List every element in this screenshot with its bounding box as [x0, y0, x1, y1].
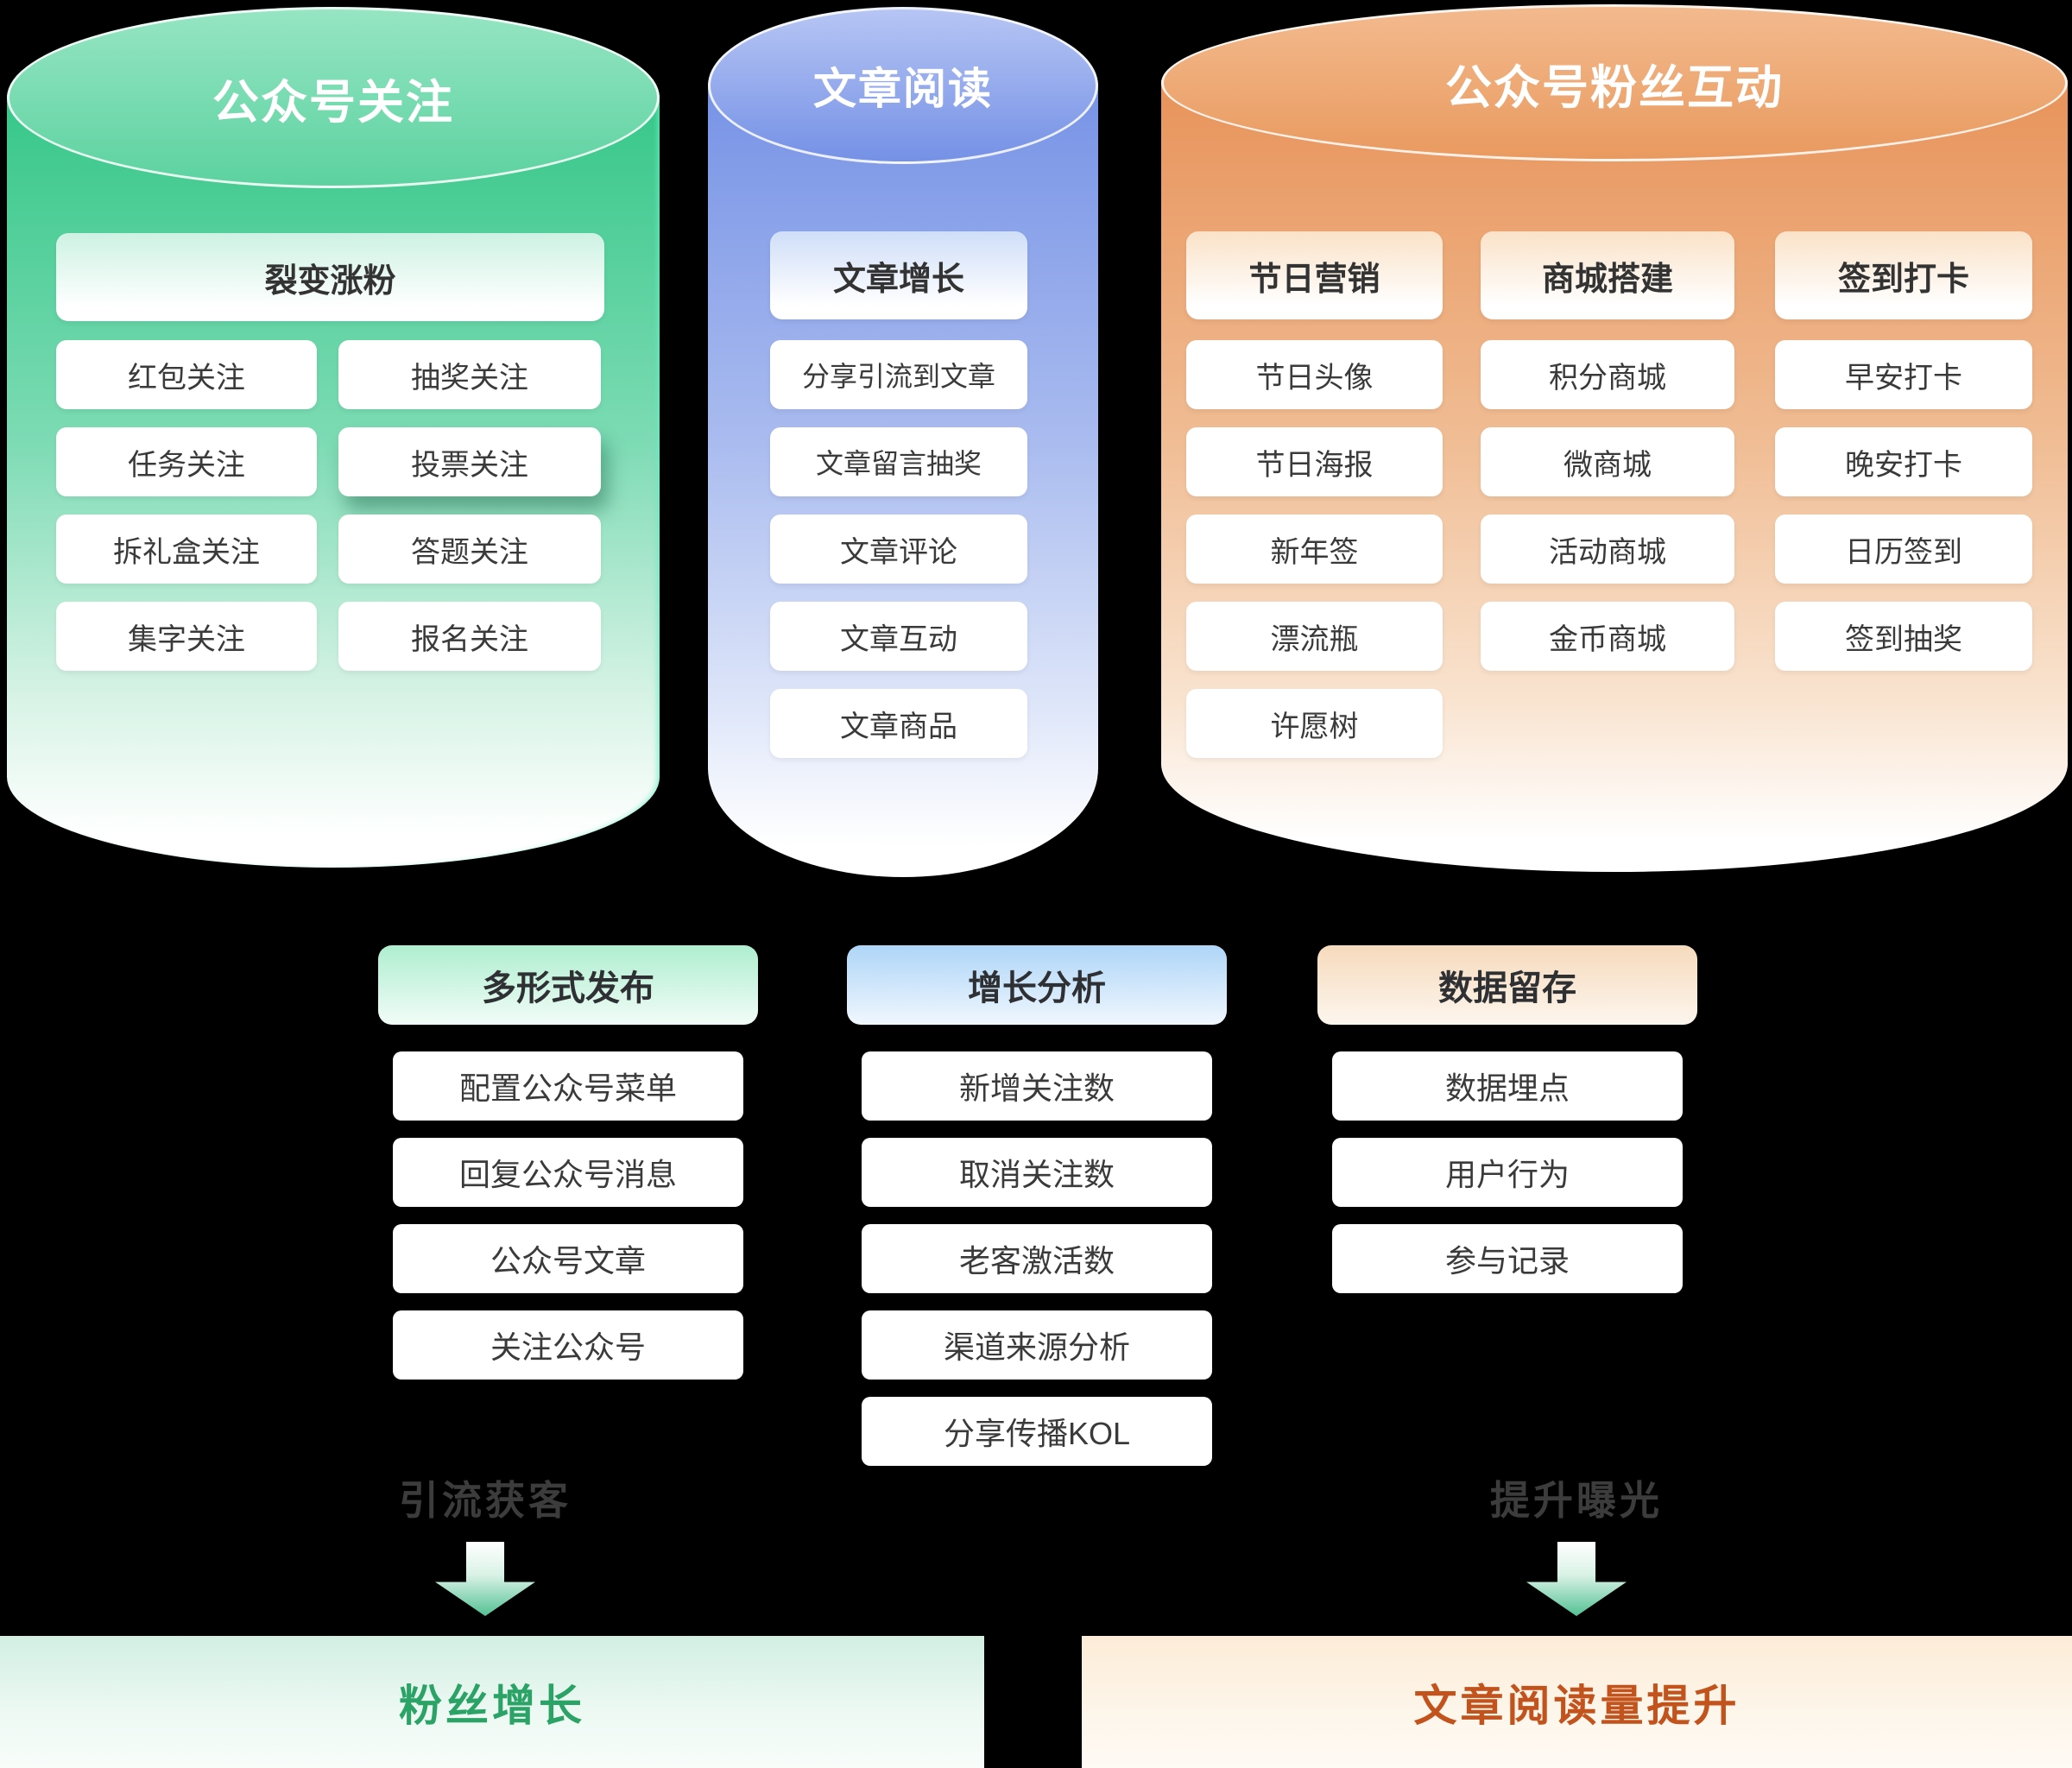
- flow-label-acquisition: 引流获客: [399, 1478, 572, 1523]
- mid-header-analysis: 增长分析: [847, 945, 1227, 1025]
- cylinder-read-title: 文章阅读: [813, 65, 993, 113]
- node-follow-left-2: 任务关注: [56, 427, 317, 496]
- cylinder-read: 文章阅读 文章增长 分享引流到文章 文章留言抽奖 文章评论 文章互动 文章商品: [708, 7, 1098, 877]
- node-header-checkin: 签到打卡: [1775, 231, 2032, 319]
- mid-publish-3: 公众号文章: [393, 1224, 743, 1293]
- node-checkin-3: 日历签到: [1775, 515, 2032, 584]
- node-checkin-2: 晚安打卡: [1775, 427, 2032, 496]
- node-checkin-1: 早安打卡: [1775, 340, 2032, 409]
- node-festival-4: 漂流瓶: [1186, 602, 1443, 671]
- node-header-mall: 商城搭建: [1481, 231, 1734, 319]
- mid-publish-4: 关注公众号: [393, 1310, 743, 1380]
- node-follow-right-2: 投票关注: [338, 427, 601, 496]
- mid-publish-2: 回复公众号消息: [393, 1138, 743, 1207]
- node-festival-3: 新年签: [1186, 515, 1443, 584]
- mid-analysis-3: 老客激活数: [862, 1224, 1212, 1293]
- cylinder-interact: 公众号粉丝互动 节日营销 商城搭建 签到打卡 节日头像 节日海报 新年签 漂流瓶…: [1161, 4, 2068, 872]
- node-liebian-zhangfen: 裂变涨粉: [56, 233, 604, 321]
- node-wenzhang-zengzhang: 文章增长: [770, 231, 1027, 319]
- cylinder-follow-title: 公众号关注: [212, 76, 454, 129]
- result-bar-fans-growth: 粉丝增长: [0, 1636, 984, 1768]
- node-mall-2: 微商城: [1481, 427, 1734, 496]
- node-read-2: 文章留言抽奖: [770, 427, 1027, 496]
- mid-analysis-5: 分享传播KOL: [862, 1397, 1212, 1466]
- down-arrow-icon: [435, 1542, 535, 1616]
- node-festival-5: 许愿树: [1186, 689, 1443, 758]
- node-follow-left-3: 拆礼盒关注: [56, 515, 317, 584]
- node-mall-4: 金币商城: [1481, 602, 1734, 671]
- node-read-5: 文章商品: [770, 689, 1027, 758]
- mid-analysis-1: 新增关注数: [862, 1051, 1212, 1121]
- node-mall-1: 积分商城: [1481, 340, 1734, 409]
- cylinder-interact-title: 公众号粉丝互动: [1445, 61, 1784, 114]
- node-follow-right-1: 抽奖关注: [338, 340, 601, 409]
- mid-analysis-2: 取消关注数: [862, 1138, 1212, 1207]
- node-read-3: 文章评论: [770, 515, 1027, 584]
- down-arrow-icon: [1526, 1542, 1627, 1616]
- mid-retention-1: 数据埋点: [1332, 1051, 1683, 1121]
- mid-header-publish: 多形式发布: [378, 945, 758, 1025]
- mid-publish-1: 配置公众号菜单: [393, 1051, 743, 1121]
- node-read-1: 分享引流到文章: [770, 340, 1027, 409]
- node-follow-left-4: 集字关注: [56, 602, 317, 671]
- node-header-festival: 节日营销: [1186, 231, 1443, 319]
- cylinder-read-cap: 文章阅读: [708, 7, 1098, 164]
- result-bar-read-growth: 文章阅读量提升: [1082, 1636, 2072, 1768]
- mid-header-retention: 数据留存: [1317, 945, 1697, 1025]
- node-festival-2: 节日海报: [1186, 427, 1443, 496]
- node-follow-left-1: 红包关注: [56, 340, 317, 409]
- node-mall-3: 活动商城: [1481, 515, 1734, 584]
- cylinder-follow-cap: 公众号关注: [7, 7, 660, 188]
- mid-retention-3: 参与记录: [1332, 1224, 1683, 1293]
- node-checkin-4: 签到抽奖: [1775, 602, 2032, 671]
- mid-retention-2: 用户行为: [1332, 1138, 1683, 1207]
- node-read-4: 文章互动: [770, 602, 1027, 671]
- cylinder-interact-cap: 公众号粉丝互动: [1161, 4, 2068, 161]
- flow-label-exposure: 提升曝光: [1490, 1478, 1663, 1523]
- node-follow-right-4: 报名关注: [338, 602, 601, 671]
- node-festival-1: 节日头像: [1186, 340, 1443, 409]
- mid-analysis-4: 渠道来源分析: [862, 1310, 1212, 1380]
- node-follow-right-3: 答题关注: [338, 515, 601, 584]
- cylinder-follow: 公众号关注 裂变涨粉 红包关注 任务关注 拆礼盒关注 集字关注 抽奖关注 投票关…: [7, 7, 660, 868]
